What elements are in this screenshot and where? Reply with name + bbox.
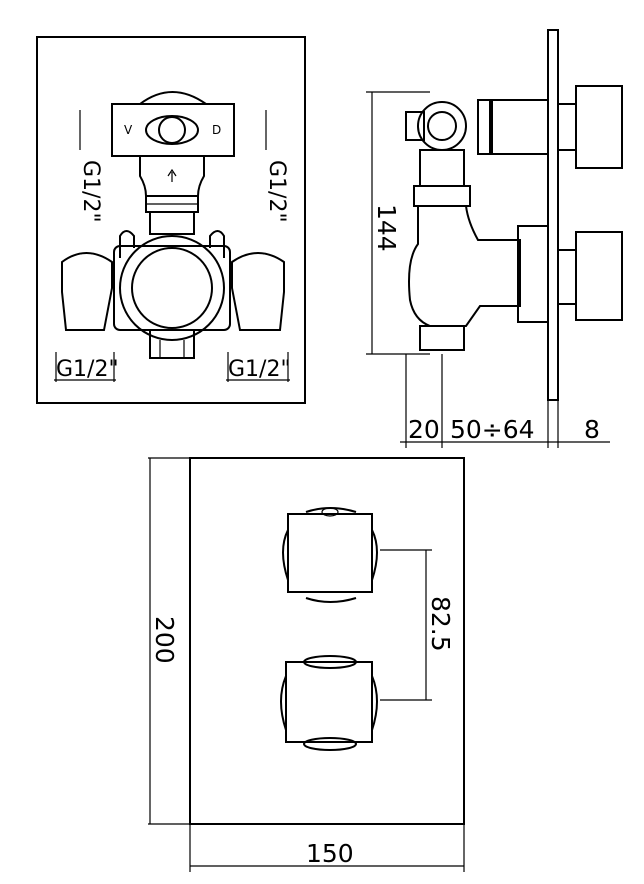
side-bottom-port [419,325,465,351]
bottom-outlet [149,329,195,359]
thread-bottom-right: G1/2" [228,357,291,382]
cartridge-outer [119,235,225,341]
side-height-dim: 144 [372,204,401,252]
front-view: V D G1/2" G1/2" G1/2" G1/2" [36,36,306,404]
side-depth-b: 50÷64 [450,415,535,444]
plate-spacing-dim: 82.5 [426,596,455,652]
marker-right: D [212,123,221,137]
neck [149,211,195,235]
thread-right-vertical: G1/2" [264,160,289,223]
plate-view: 82.5 200 150 [148,457,465,872]
side-upper-body [489,99,549,155]
cover-plate [189,457,465,825]
right-valve-cap [231,252,285,331]
lower-knob-back [280,675,378,731]
thread-bottom-left: G1/2" [56,357,119,382]
side-depth-c: 8 [584,415,600,444]
thread-left-vertical: G1/2" [78,160,103,223]
diverter-cap [139,91,207,105]
diverter-window [145,115,199,145]
side-upper-connector [477,99,493,155]
side-upper-stem [557,103,577,151]
side-nut [413,185,471,207]
side-plate [547,29,559,401]
side-upper-knob [575,85,623,169]
lower-knob [285,661,373,743]
diverter-spindle [158,116,186,144]
lower-knob-bottom-ring [303,737,357,751]
plate-width-dim: 150 [306,839,354,868]
plate-height-dim: 200 [150,616,179,664]
side-lower-stem [557,249,577,305]
right-ear [209,230,225,258]
side-depth-a: 20 [408,415,440,444]
flow-arrow [167,168,177,182]
upper-knob-stud [321,507,339,517]
upper-knob [287,513,373,593]
side-neck [419,149,465,187]
upper-knob-back [282,507,378,603]
diverter-body [111,103,235,157]
side-upper-ring-inner [427,111,457,141]
side-upper-ring [417,101,467,151]
front-view-frame [36,36,306,404]
left-valve-cap [61,252,113,331]
side-view: 144 20 50÷64 8 [366,29,623,448]
side-lower-knob [575,231,623,321]
cartridge-inner [131,247,213,329]
side-upper-port [405,111,425,141]
marker-left: V [124,123,133,137]
side-lower-body [408,205,521,327]
left-ear [119,230,135,258]
side-lower-flange [517,225,549,323]
